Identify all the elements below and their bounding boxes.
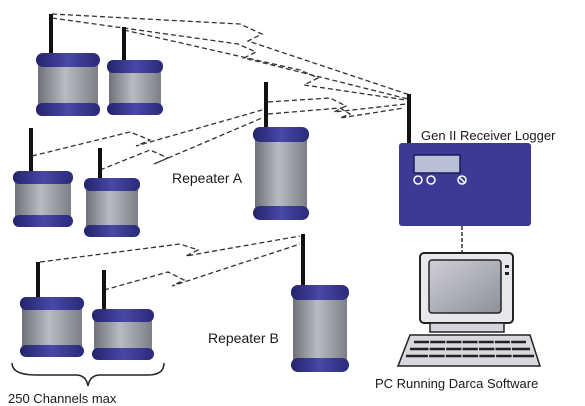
transmitter-icon: [38, 55, 98, 115]
radio-link-tx5: [39, 235, 301, 263]
transmitter-icon: [109, 62, 161, 114]
transmitter-unit-1: [36, 14, 100, 116]
radio-link-tx6: [103, 243, 301, 291]
radio-links: [31, 13, 411, 291]
monitor-screen: [428, 259, 502, 314]
transmitter-unit-4: [84, 148, 140, 237]
pc-label: PC Running Darca Software: [375, 376, 538, 391]
transmitter-unit-3: [13, 128, 73, 227]
radio-link-tx3: [31, 109, 263, 157]
transmitter-icon: [86, 180, 138, 237]
repeater-a-label: Repeater A: [172, 170, 243, 186]
transmitter-unit-6: [92, 270, 154, 360]
radio-link-repeater-a-b: [267, 107, 405, 119]
receiver-label: Gen II Receiver Logger: [421, 128, 556, 143]
receiver-logger: [399, 94, 531, 226]
repeater-b: [291, 234, 349, 372]
radio-link-tx1: [51, 13, 411, 96]
receiver-knob: [457, 175, 467, 185]
pc-computer: [396, 252, 542, 367]
transmitter-icon: [22, 299, 82, 356]
radio-link-tx2: [123, 29, 407, 101]
receiver-knob: [426, 175, 436, 185]
radio-link-tx4: [99, 117, 263, 171]
repeater-icon: [293, 287, 347, 371]
radio-link-repeater-a: [267, 97, 407, 113]
transmitter-icon: [94, 311, 152, 360]
pc-base: [429, 322, 505, 333]
repeater-a: [253, 82, 309, 220]
receiver-display: [413, 154, 461, 174]
group-brace: [11, 362, 165, 387]
radio-link-tx1-b: [51, 17, 409, 100]
transmitter-unit-5: [20, 262, 84, 357]
transmitter-unit-2: [107, 27, 163, 115]
channels-label: 250 Channels max: [8, 391, 117, 406]
repeater-icon: [255, 129, 307, 219]
receiver-knob: [413, 175, 423, 185]
transmitter-icon: [15, 173, 71, 227]
repeater-b-label: Repeater B: [208, 330, 279, 346]
keyboard-icon: [396, 334, 542, 367]
